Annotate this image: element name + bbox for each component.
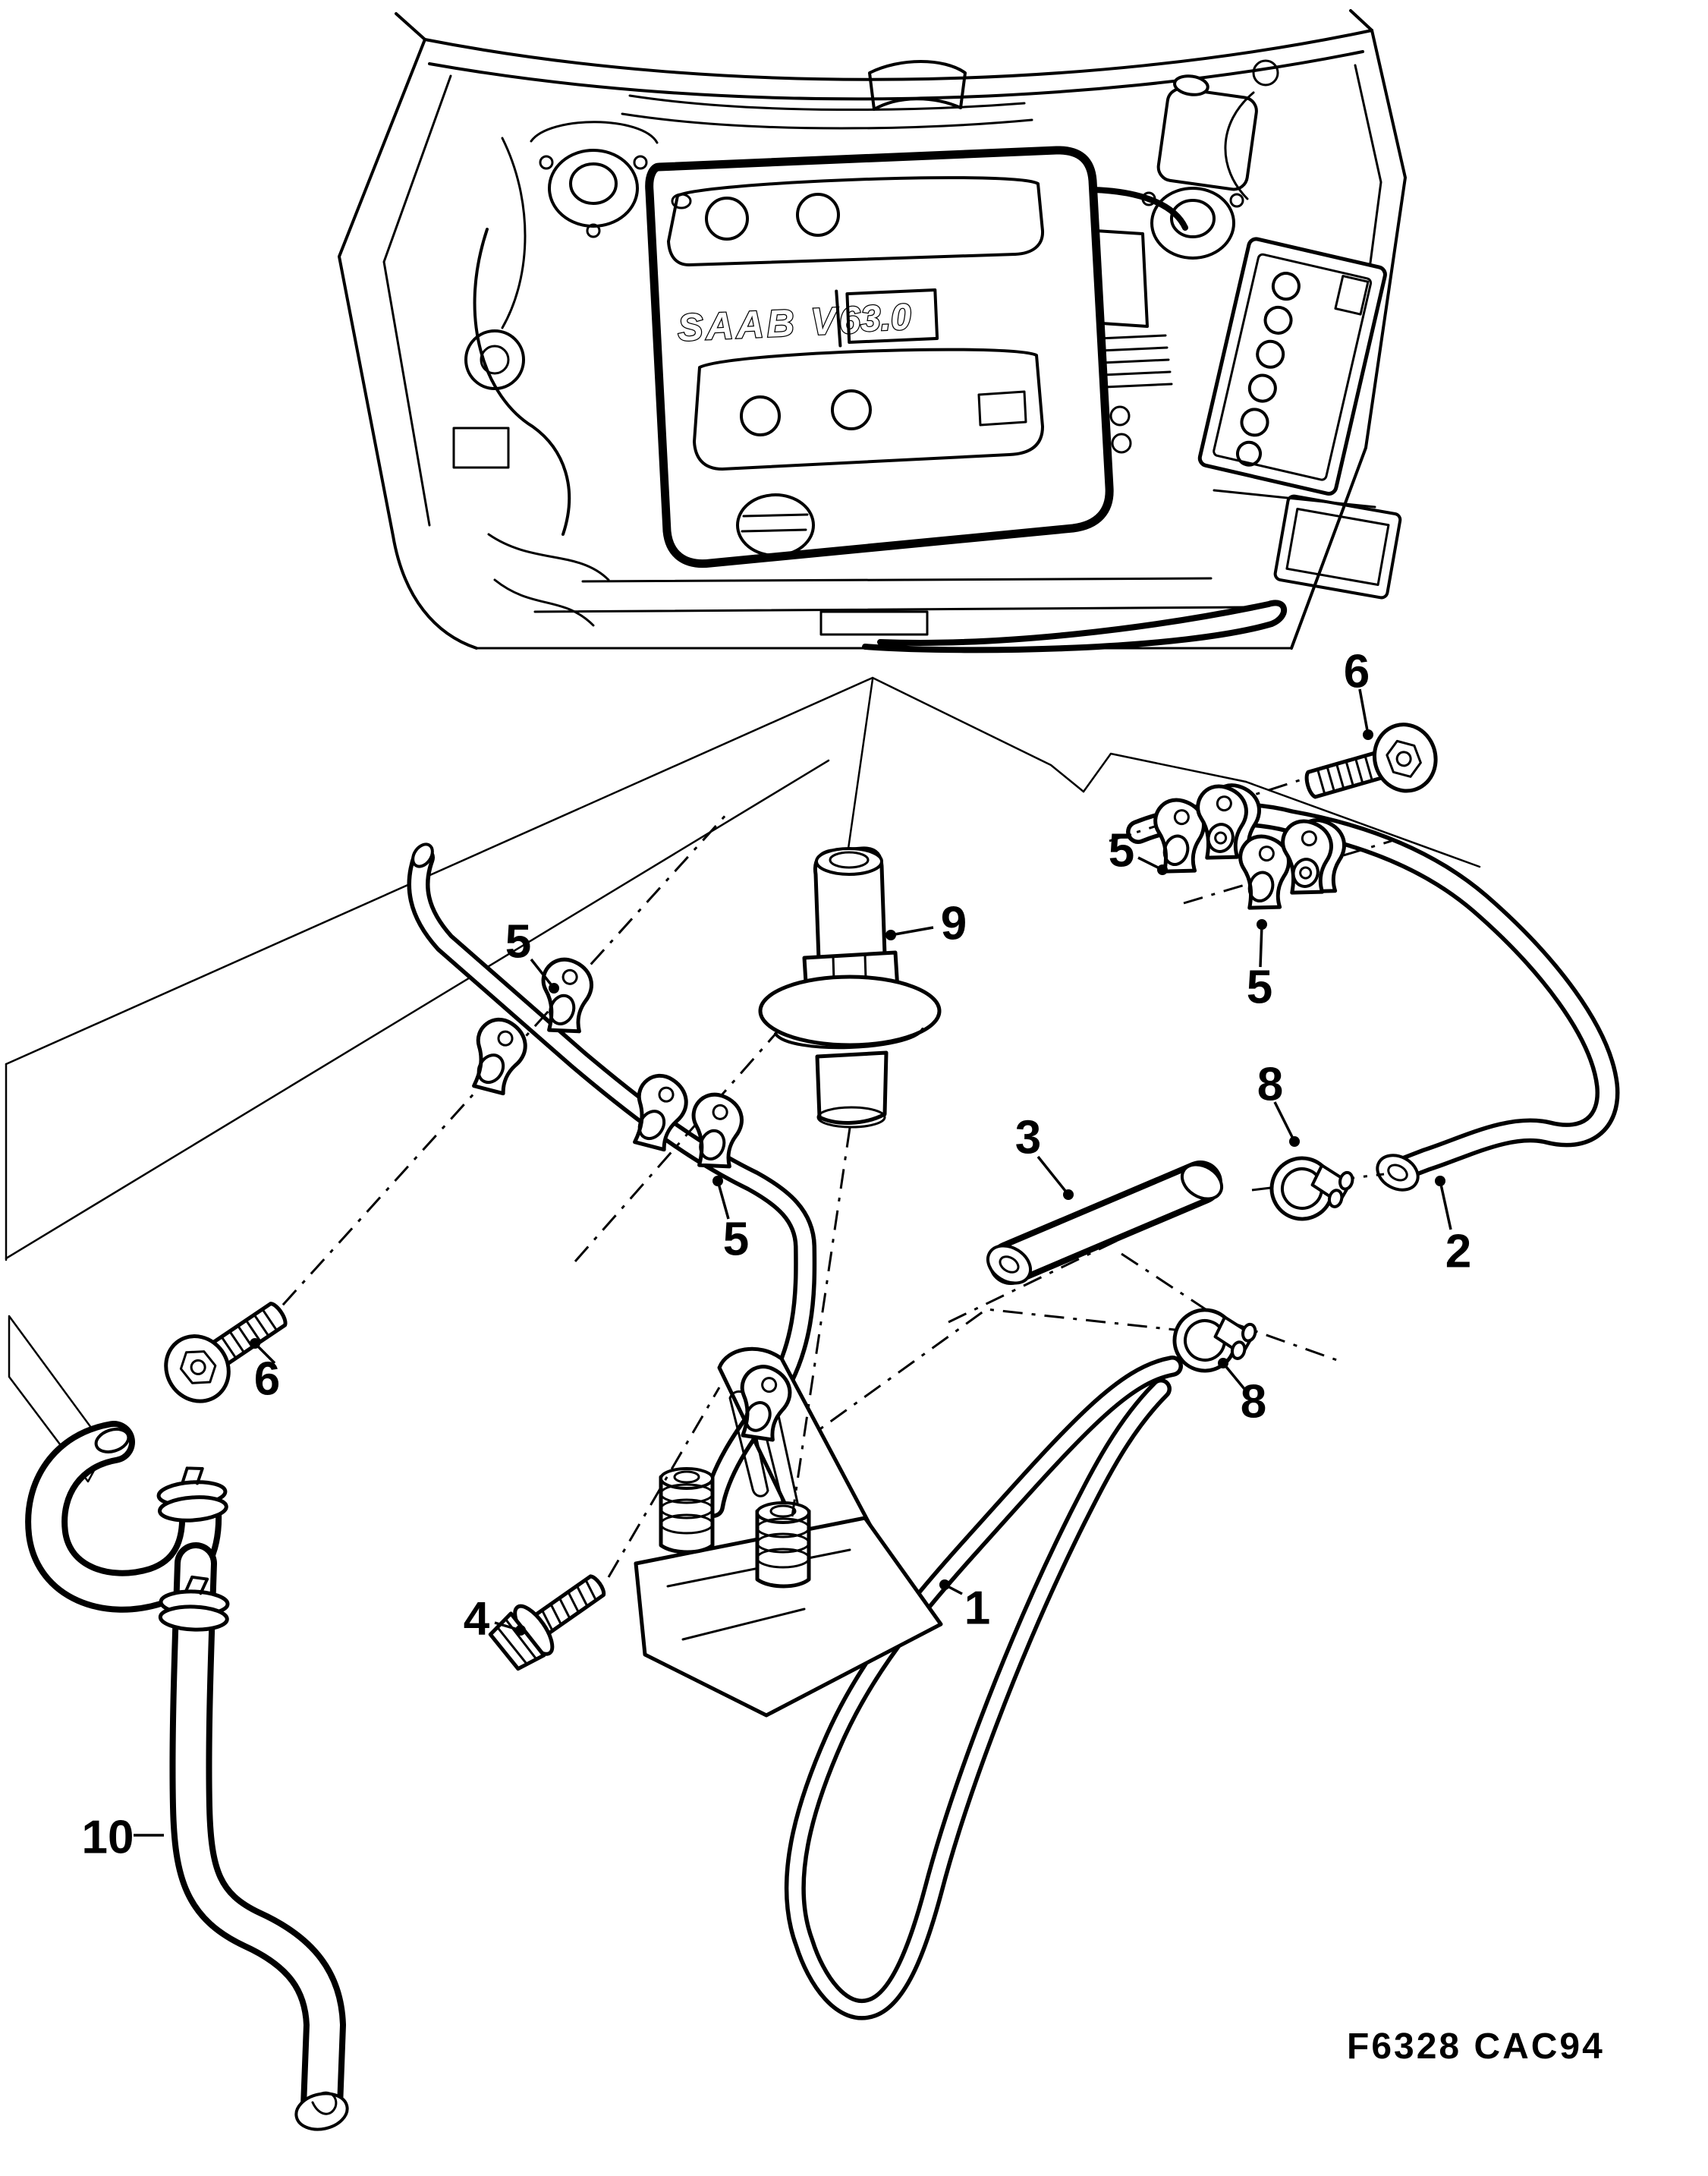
part-1-pipe [784, 1356, 1183, 2020]
callout-6-dot [1363, 729, 1373, 740]
engine-cover-outline [645, 146, 1114, 568]
right-strut-tower [1141, 187, 1244, 260]
part-10-hose [25, 1421, 349, 2131]
hose-clamp [157, 1466, 228, 1523]
callout-3-dot [1063, 1189, 1074, 1200]
badge-brand-engine: SAAB V6 [677, 298, 864, 349]
callout-6-leader [1358, 688, 1370, 735]
figure-code: F6328 CAC94 [1347, 2026, 1605, 2067]
callout-6-dot [250, 1338, 260, 1349]
callout-layer: 1 2 3 4 5 5 5 5 6 6 8 8 9 10 [82, 646, 1472, 1864]
callout-10-label: 10 [82, 1812, 134, 1864]
callout-4-dot [515, 1625, 526, 1636]
part-4-bolt [486, 1560, 616, 1674]
callout-8-leader [1273, 1101, 1296, 1142]
callout-1-dot [939, 1579, 950, 1590]
callout-8-dot [1289, 1136, 1300, 1147]
callout-6-label: 6 [254, 1353, 280, 1406]
callout-5-leader [716, 1180, 730, 1220]
callout-8-leader [1222, 1362, 1246, 1390]
callout-2-label: 2 [1445, 1226, 1471, 1278]
callout-5-label: 5 [723, 1214, 749, 1266]
callout-8-dot [1218, 1358, 1228, 1368]
callout-5-label: 5 [1109, 825, 1134, 877]
part-2-pipe [1126, 802, 1620, 1192]
engine-bay-illustration: SAAB V6 3.0 [338, 9, 1407, 653]
callout-5-dot [549, 983, 559, 994]
callout-3-label: 3 [1015, 1112, 1041, 1164]
part-9-valve [758, 846, 942, 1129]
coolant-reservoir [1156, 74, 1258, 191]
callout-5-label: 5 [505, 916, 531, 968]
battery [1197, 237, 1387, 496]
callout-6-label: 6 [1344, 646, 1370, 698]
callout-5-label: 5 [1247, 962, 1272, 1014]
callout-9-leader [890, 926, 934, 937]
callout-5-dot [1157, 864, 1168, 875]
pipe-end-bushing [757, 1503, 809, 1586]
callout-3-leader [1036, 1155, 1070, 1196]
body-panel-lines [5, 676, 1481, 1483]
badge-displacement: 3.0 [860, 297, 912, 339]
callout-9-dot [885, 930, 896, 940]
left-strut-tower [530, 121, 659, 238]
callout-4-label: 4 [464, 1593, 490, 1645]
callout-8-label: 8 [1241, 1376, 1266, 1428]
part-8-clamp [1266, 1152, 1355, 1230]
callout-5-dot [1257, 919, 1267, 930]
engine-cover-badge: SAAB V6 3.0 [676, 288, 939, 350]
relay-box [1273, 494, 1402, 600]
callout-9-label: 9 [941, 898, 967, 950]
callout-8-label: 8 [1257, 1059, 1283, 1111]
pipe-end-bushing [661, 1469, 712, 1552]
part-3-hose [986, 1160, 1224, 1285]
callout-2-leader [1439, 1180, 1452, 1230]
callout-1-label: 1 [964, 1582, 990, 1635]
callout-5-leader [530, 958, 555, 990]
callout-5-dot [712, 1176, 723, 1186]
callout-2-dot [1435, 1176, 1445, 1186]
callout-5-leader [1259, 924, 1263, 968]
